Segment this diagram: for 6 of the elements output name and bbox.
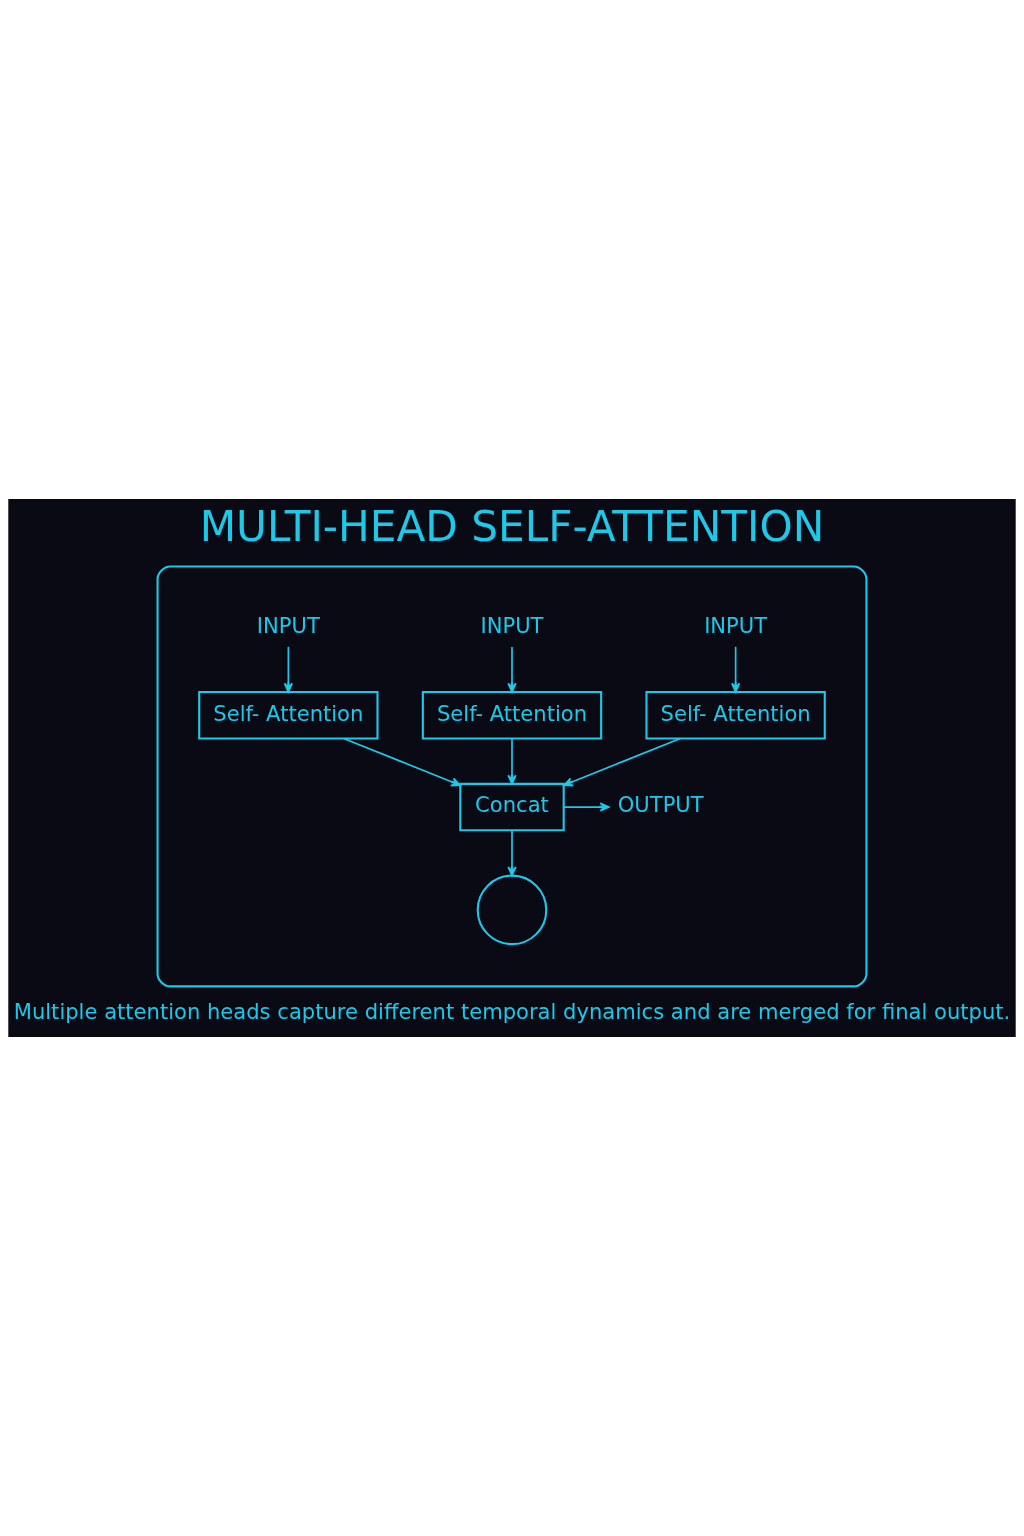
node-text: OUTPUT: [617, 792, 704, 818]
node-text: INPUT: [480, 612, 544, 638]
diagram-title: MULTI-HEAD SELF-ATTENTION: [199, 502, 825, 552]
node-text: INPUT: [256, 612, 320, 638]
caption: Multiple attention heads capture different temporal dynamics and are merged for final output.: [13, 999, 1011, 1025]
node-text: INPUT: [704, 612, 768, 638]
